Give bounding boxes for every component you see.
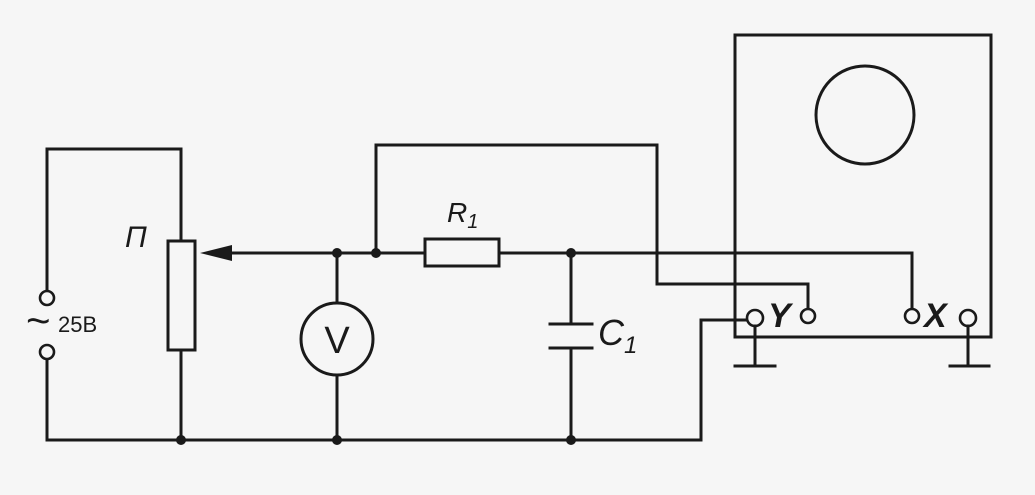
resistor-letter: R xyxy=(447,197,467,228)
source-symbol: ~ xyxy=(26,297,51,344)
source-terminal-top xyxy=(38,289,56,307)
source-terminal-bottom xyxy=(38,343,56,361)
oscilloscope-y-label: Y xyxy=(768,297,794,335)
capacitor-subscript: 1 xyxy=(624,332,637,359)
terminal-y xyxy=(799,307,817,325)
wire-loop-to-y xyxy=(374,143,810,311)
capacitor-label: C1 xyxy=(598,312,637,359)
potentiometer-slider-arrow xyxy=(200,245,232,261)
resistor-subscript: 1 xyxy=(467,211,478,233)
terminal-x xyxy=(903,307,921,325)
voltmeter-label: V xyxy=(324,320,350,362)
terminal-x-ground xyxy=(958,308,978,328)
wire-to-x xyxy=(497,251,914,311)
oscilloscope-x-label: X xyxy=(922,297,949,335)
oscilloscope-body xyxy=(733,33,993,339)
voltmeter xyxy=(299,301,375,377)
junction-voltmeter-bottom xyxy=(332,435,342,445)
capacitor-letter: C xyxy=(598,312,625,353)
junction-loop xyxy=(371,248,381,258)
resistor-label: R1 xyxy=(447,197,478,233)
junction-capacitor-top xyxy=(566,248,576,258)
source-voltage-label: 25В xyxy=(58,312,97,337)
junction-pot-bottom xyxy=(176,435,186,445)
terminal-y-ground xyxy=(745,308,765,328)
wire-ground-bus xyxy=(45,318,750,442)
potentiometer xyxy=(166,239,197,352)
junction-voltmeter-top xyxy=(332,248,342,258)
resistor-r1 xyxy=(423,237,501,268)
oscilloscope-screen xyxy=(814,64,916,166)
wire-source-top xyxy=(45,147,183,294)
potentiometer-label: П xyxy=(125,221,147,254)
junction-capacitor-bottom xyxy=(566,435,576,445)
